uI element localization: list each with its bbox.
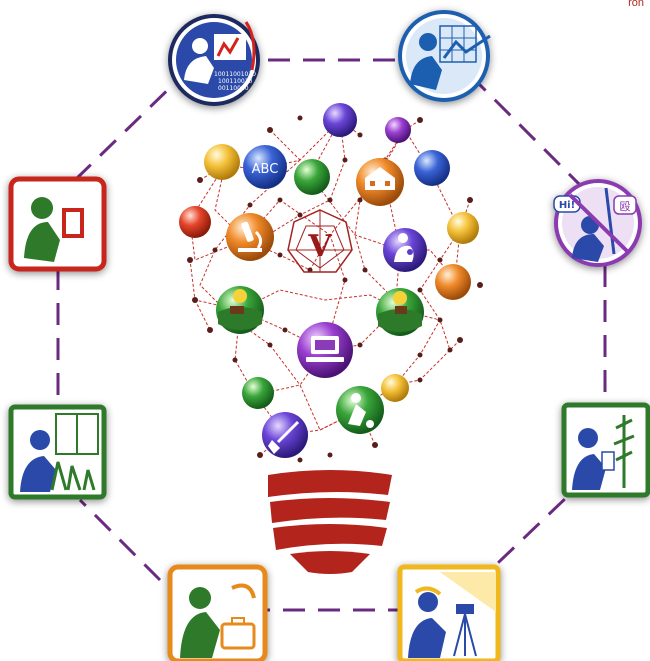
sphere-farm-left [216, 286, 264, 334]
sphere-green-left [242, 377, 274, 409]
sphere-sport [336, 386, 384, 434]
speech-glyph: 殴 [620, 200, 631, 213]
sphere-microscope [226, 213, 274, 261]
binary-line-2: 100110010 [218, 78, 253, 85]
sphere-blue-right [414, 150, 450, 186]
bulb-base [268, 470, 392, 574]
sphere-cleaning [262, 412, 308, 458]
sphere-abc: ABC [243, 145, 287, 189]
sphere-purple-top [323, 103, 357, 137]
spheres [179, 103, 479, 409]
sphere-computer [297, 322, 353, 378]
icon-analyst [398, 10, 491, 102]
corner-text: ron [628, 0, 644, 9]
sphere-abc-label: ABC [252, 162, 279, 177]
sphere-farm-right [376, 288, 424, 336]
center-logo: V [287, 209, 353, 273]
icon-surveyor [397, 564, 501, 661]
sphere-yellow-right [447, 212, 479, 244]
sphere-yellow-topleft [204, 144, 240, 180]
icon-window-nature [8, 404, 107, 500]
sphere-house [356, 158, 404, 206]
icon-reader [8, 176, 107, 272]
icon-programmer: 10011001010 100110010 00110010 [168, 14, 260, 106]
speech-hi: Hi! [559, 200, 575, 211]
sphere-green-top [294, 159, 330, 195]
sphere-mother-child [383, 228, 427, 272]
icon-translator: Hi! 殴 [553, 179, 642, 267]
sphere-red-left [179, 206, 211, 238]
icon-field-researcher [561, 402, 650, 498]
sphere-purple-small [385, 117, 411, 143]
center-logo-letter: V [307, 229, 332, 264]
icon-businessperson [167, 564, 268, 661]
sphere-orange-right [435, 264, 471, 300]
binary-line-3: 00110010 [218, 85, 249, 92]
binary-line-1: 10011001010 [214, 71, 256, 78]
sphere-yellow-bottom [381, 374, 409, 402]
